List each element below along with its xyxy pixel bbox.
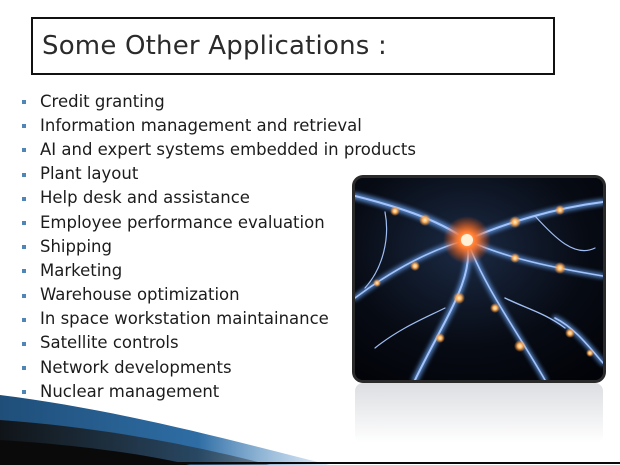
bullet-text: Help desk and assistance [40, 188, 250, 208]
slide-title: Some Other Applications : [42, 31, 387, 61]
neuron-illustration [355, 178, 603, 380]
bullet-text: Marketing [40, 260, 123, 280]
list-item: In space workstation maintainance [22, 307, 416, 331]
bullet-marker [22, 293, 26, 298]
bullet-text: Satellite controls [40, 333, 179, 353]
bullet-marker [22, 124, 26, 129]
bullet-marker [22, 172, 26, 177]
bullet-marker [22, 390, 26, 395]
image-reflection [355, 383, 603, 443]
bullet-marker [22, 148, 26, 153]
bullet-text: Nuclear management [40, 381, 220, 401]
list-item: Shipping [22, 234, 416, 258]
bullet-text: Warehouse optimization [40, 285, 240, 305]
bullet-marker [22, 196, 26, 201]
title-box: Some Other Applications : [31, 17, 555, 75]
bullet-marker [22, 269, 26, 274]
bullet-list: Credit granting Information management a… [22, 89, 416, 403]
bullet-marker [22, 366, 26, 371]
bullet-text: Shipping [40, 236, 112, 256]
bullet-marker [22, 245, 26, 250]
list-item: Warehouse optimization [22, 283, 416, 307]
neuron-image-frame [355, 178, 603, 380]
bullet-marker [22, 100, 26, 105]
list-item: Marketing [22, 258, 416, 282]
bullet-text: Network developments [40, 357, 232, 377]
bullet-text: In space workstation maintainance [40, 309, 329, 329]
list-item: Network developments [22, 355, 416, 379]
bullet-marker [22, 317, 26, 322]
list-item: Credit granting [22, 89, 416, 113]
list-item: Employee performance evaluation [22, 210, 416, 234]
bullet-marker [22, 341, 26, 346]
list-item: Information management and retrieval [22, 113, 416, 137]
list-item: Help desk and assistance [22, 186, 416, 210]
bullet-text: Credit granting [40, 91, 165, 111]
bullet-text: Plant layout [40, 164, 139, 184]
bullet-text: Employee performance evaluation [40, 212, 325, 232]
list-item: AI and expert systems embedded in produc… [22, 137, 416, 161]
neuron-network-image [355, 178, 603, 380]
list-item: Plant layout [22, 162, 416, 186]
bullet-text: AI and expert systems embedded in produc… [40, 139, 416, 159]
bullet-marker [22, 221, 26, 226]
bullet-text: Information management and retrieval [40, 115, 362, 135]
list-item: Satellite controls [22, 331, 416, 355]
